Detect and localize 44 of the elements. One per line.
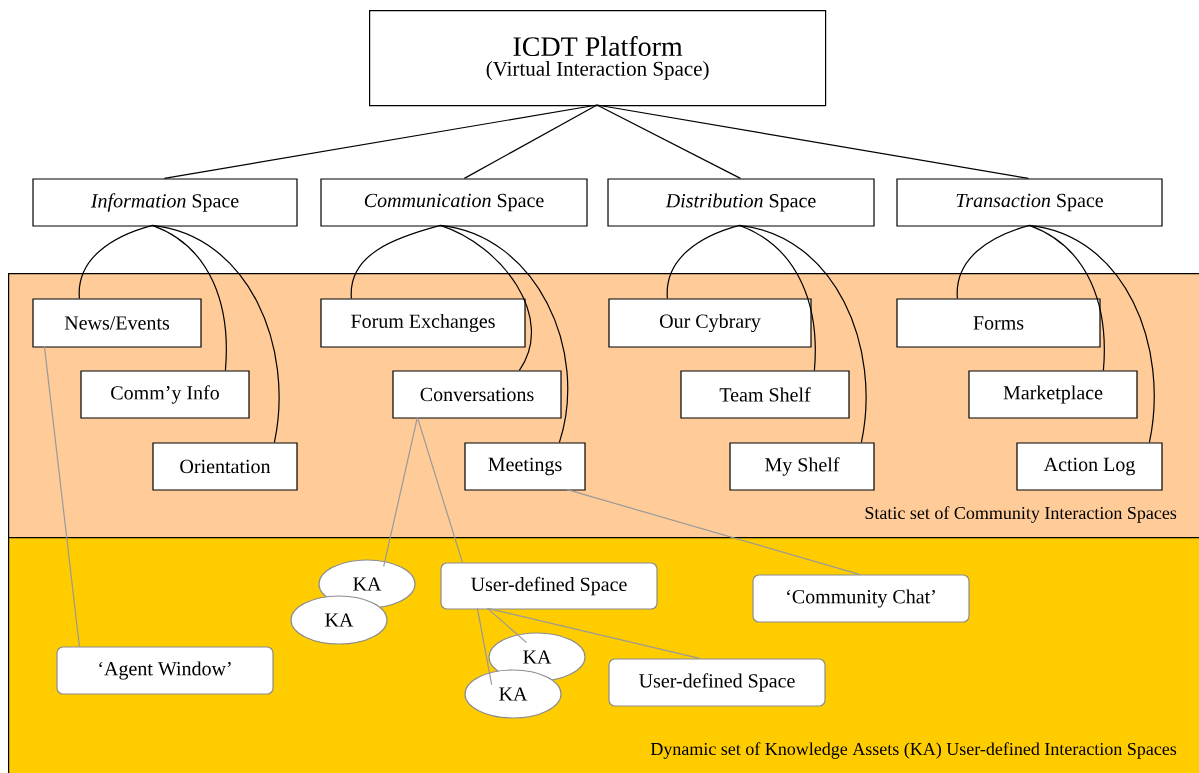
box: Orientation: [152, 442, 298, 491]
connector: [151, 224, 227, 371]
connector: [163, 104, 598, 179]
box: Marketplace: [968, 370, 1138, 419]
box: Forum Exchanges: [320, 298, 526, 348]
box: Conversations: [392, 370, 562, 419]
box: Forms: [896, 298, 1101, 348]
connector: [383, 416, 418, 568]
connector: [350, 224, 441, 299]
title-box: ICDT Platform (Virtual Interaction Space): [369, 10, 827, 107]
connector: [738, 224, 867, 443]
rounded-box: User-defined Space: [608, 658, 826, 707]
box: Communication Space: [320, 178, 588, 227]
rounded-box: User-defined Space: [440, 562, 658, 610]
box: Distribution Space: [607, 178, 875, 227]
connector: [151, 224, 280, 443]
box: My Shelf: [729, 442, 875, 491]
connector: [416, 416, 463, 563]
connector: [666, 224, 740, 299]
connector: [565, 488, 860, 575]
connector: [738, 224, 816, 371]
connector: [596, 104, 1029, 179]
rounded-box: ‘Community Chat’: [752, 574, 970, 623]
box: News/Events: [32, 298, 202, 348]
connector: [486, 607, 528, 644]
connector: [78, 224, 153, 299]
box: Information Space: [32, 178, 298, 227]
connector: [596, 104, 741, 179]
connector: [439, 224, 532, 371]
box: Meetings: [464, 442, 586, 491]
connector: [463, 104, 598, 179]
connector: [43, 345, 80, 647]
box: Team Shelf: [680, 370, 850, 419]
box: Comm’y Info: [80, 370, 250, 419]
box: Our Cybrary: [608, 298, 812, 348]
connector: [476, 607, 493, 686]
connector: [486, 607, 700, 659]
connector: [439, 224, 569, 443]
box: Transaction Space: [896, 178, 1163, 227]
rounded-box: ‘Agent Window’: [56, 646, 274, 695]
box: Action Log: [1016, 442, 1163, 491]
connector: [1028, 224, 1155, 443]
connector: [956, 224, 1030, 299]
connector: [1028, 224, 1105, 371]
